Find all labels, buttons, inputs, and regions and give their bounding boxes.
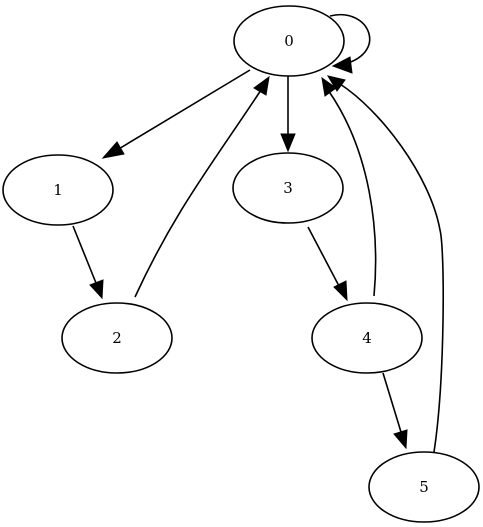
node-label: 0 (284, 32, 294, 50)
node-label: 4 (362, 329, 372, 347)
nodes: 0 1 2 3 4 5 (2, 5, 480, 523)
node-label: 5 (419, 478, 429, 496)
node-label: 2 (112, 329, 122, 347)
edge-0-1 (101, 69, 251, 159)
edge-5-0 (326, 75, 445, 453)
edge-2-0 (134, 75, 270, 298)
edge-4-5 (382, 372, 408, 450)
edge-4-0 (321, 76, 377, 297)
node-label: 1 (53, 181, 63, 199)
node-2: 2 (61, 302, 173, 374)
edges (72, 13, 445, 453)
node-3: 3 (232, 152, 344, 224)
edge-0-0 (329, 13, 371, 74)
node-label: 3 (283, 179, 293, 197)
node-1: 1 (2, 154, 114, 226)
node-5: 5 (368, 451, 480, 523)
edge-0-3 (280, 76, 296, 153)
node-0: 0 (233, 5, 345, 77)
edge-3-4 (307, 226, 348, 302)
edge-1-2 (72, 225, 104, 300)
node-4: 4 (311, 302, 423, 374)
